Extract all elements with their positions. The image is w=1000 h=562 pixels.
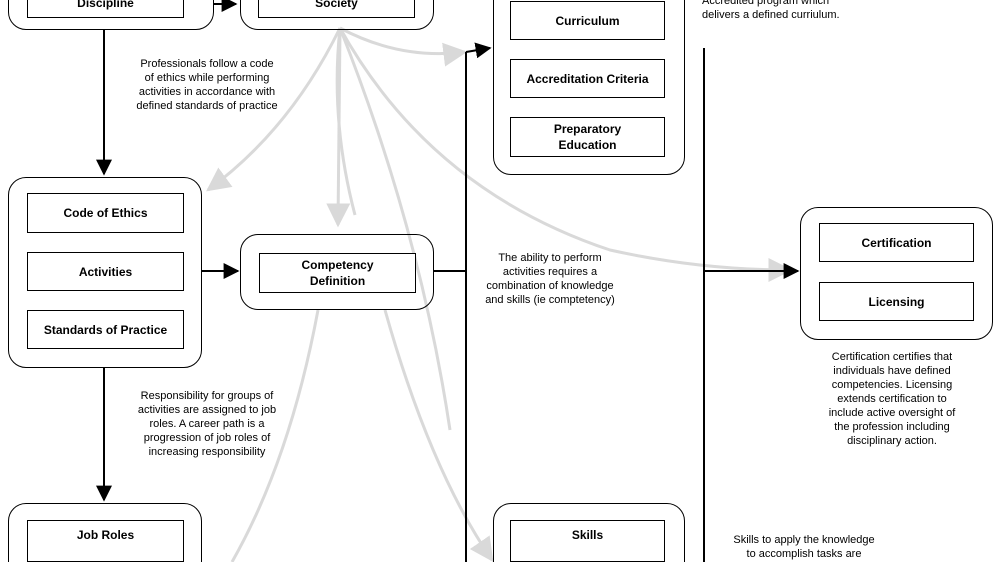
credential-group xyxy=(800,207,993,340)
program-note: Accredited program which delivers a defi… xyxy=(702,0,840,21)
accreditation-criteria-node[interactable]: Accreditation Criteria xyxy=(510,59,665,98)
ethics-note: Professionals follow a code of ethics wh… xyxy=(136,58,278,112)
job-roles-note: Responsibility for groups of activities … xyxy=(137,390,277,458)
skills-note: Skills to apply the knowledge to accompl… xyxy=(733,534,875,560)
licensing-node[interactable]: Licensing xyxy=(819,282,974,321)
competency-definition-node[interactable]: Competency Definition xyxy=(259,253,416,293)
job-roles-group xyxy=(8,503,202,562)
society-to-ethics-group-curve xyxy=(206,27,342,192)
standards-of-practice-node[interactable]: Standards of Practice xyxy=(27,310,184,349)
activities-node[interactable]: Activities xyxy=(27,252,184,291)
certification-node[interactable]: Certification xyxy=(819,223,974,262)
society-group xyxy=(240,0,434,30)
society-to-group-top-curve xyxy=(339,26,468,67)
education-program-group xyxy=(493,0,685,175)
competency-group xyxy=(240,234,434,310)
skills-group xyxy=(493,503,685,562)
society-to-left-middle-curve xyxy=(335,27,357,216)
discipline-node[interactable]: Discipline xyxy=(27,0,184,18)
certification-note: Certification certifies that individuals… xyxy=(828,351,956,447)
society-node[interactable]: Society xyxy=(258,0,415,18)
competency-to-job-roles-curve xyxy=(230,309,320,562)
competency-note: The ability to perform activities requir… xyxy=(485,252,615,306)
society-to-job-side-curve xyxy=(338,27,452,431)
practice-group xyxy=(8,177,202,368)
curriculum-node[interactable]: Curriculum xyxy=(510,1,665,40)
competency-to-skills-curve xyxy=(383,309,494,562)
skills-node[interactable]: Skills xyxy=(510,520,665,562)
preparatory-education-node[interactable]: Preparatory Education xyxy=(510,117,665,157)
code-of-ethics-node[interactable]: Code of Ethics xyxy=(27,193,184,233)
job-roles-node[interactable]: Job Roles xyxy=(27,520,184,562)
discipline-group xyxy=(8,0,214,30)
bus-to-program-arrow xyxy=(465,42,492,59)
society-to-certification-curve xyxy=(338,27,793,282)
